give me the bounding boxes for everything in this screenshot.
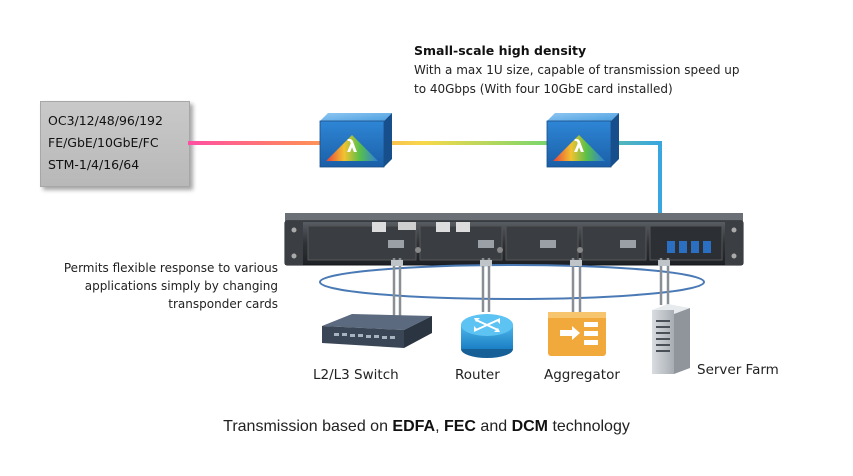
protocol-line-1: OC3/12/48/96/192 — [48, 113, 163, 128]
switch-icon — [322, 314, 432, 348]
aggregator-label: Aggregator — [544, 367, 620, 383]
server-icon — [652, 304, 690, 374]
footer-prefix: Transmission based on — [223, 418, 393, 435]
footer-caption: Transmission based on EDFA, FEC and DCM … — [0, 418, 853, 436]
density-description-1: With a max 1U size, capable of transmiss… — [414, 63, 740, 77]
density-headline: Small-scale high density — [414, 43, 587, 58]
wdm-cube-1 — [319, 113, 392, 168]
switch-label: L2/L3 Switch — [313, 367, 399, 383]
protocol-line-3: STM-1/4/16/64 — [48, 157, 140, 172]
lambda-symbol-2: λ — [573, 137, 585, 157]
protocol-line-2: FE/GbE/10GbE/FC — [48, 135, 159, 150]
router-icon — [461, 314, 513, 358]
note-line-2: applications simply by changing — [84, 279, 278, 293]
note-line-1: Permits flexible response to various — [63, 261, 278, 275]
note-line-3: transponder cards — [168, 297, 278, 311]
footer-suffix: technology — [548, 418, 630, 435]
footer-sep1: , — [435, 418, 444, 435]
aggregator-icon — [548, 312, 606, 356]
footer-sep2: and — [475, 418, 512, 435]
card-group-ellipse — [319, 264, 705, 300]
router-label: Router — [455, 367, 500, 383]
server-label: Server Farm — [697, 362, 779, 378]
footer-dcm: DCM — [511, 418, 548, 435]
wdm-cube-2 — [546, 113, 619, 168]
protocol-box: OC3/12/48/96/192 FE/GbE/10GbE/FC STM-1/4… — [40, 101, 190, 187]
density-description-2: to 40Gbps (With four 10GbE card installe… — [414, 82, 673, 96]
transponder-chassis — [284, 213, 744, 266]
flexibility-note: Permits flexible response to various app… — [20, 259, 278, 313]
footer-fec: FEC — [443, 418, 476, 435]
footer-edfa: EDFA — [392, 418, 436, 435]
lambda-symbol-1: λ — [346, 137, 358, 157]
